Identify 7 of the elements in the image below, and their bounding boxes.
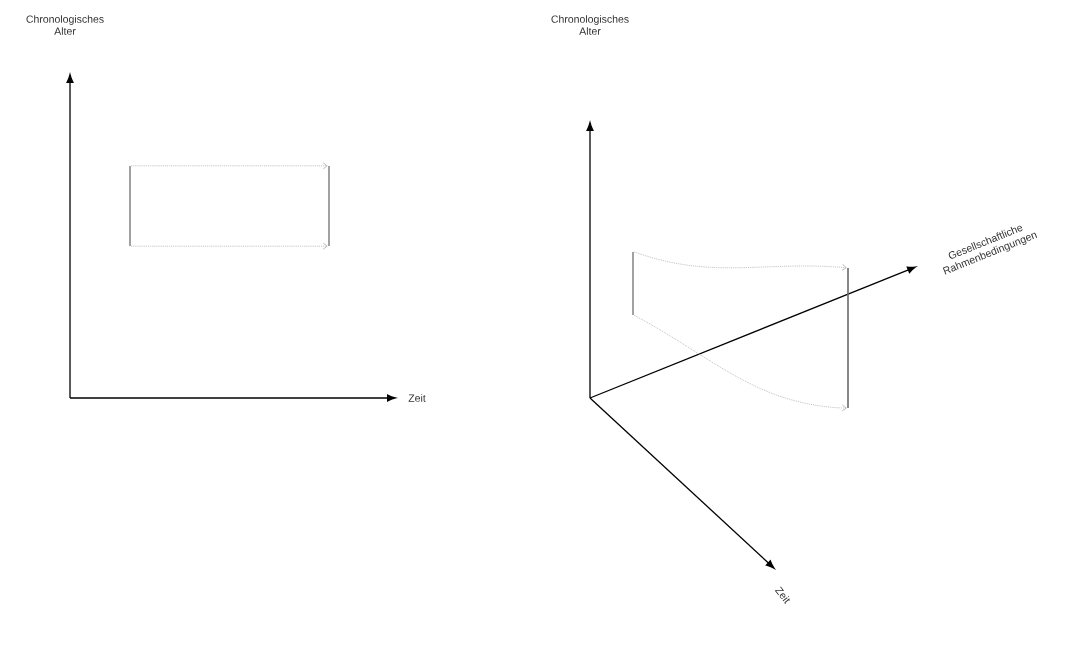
axis-label: Chronologisches Alter (551, 15, 629, 35)
arrow (130, 162, 328, 170)
axis-label: Zeit (408, 394, 426, 402)
axis-label: Chronologisches Alter (26, 15, 104, 35)
arrow (633, 251, 847, 271)
arrow (633, 314, 847, 412)
arrow (130, 242, 328, 250)
